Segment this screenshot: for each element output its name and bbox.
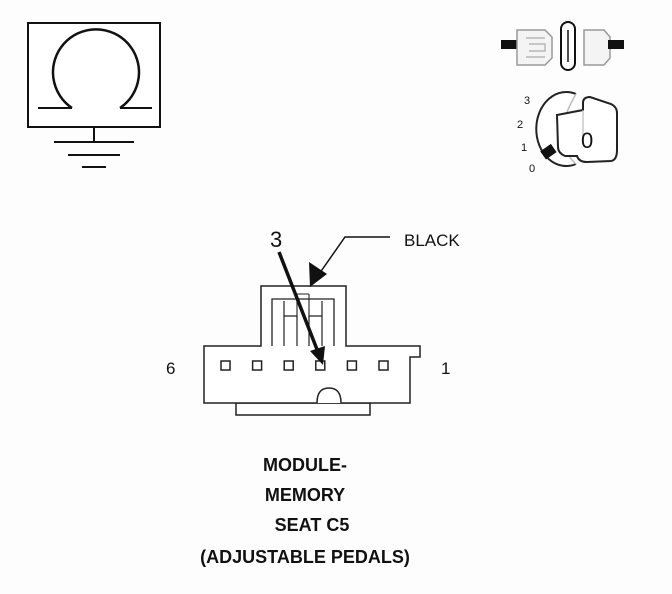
pin-callout-arrow <box>277 251 325 365</box>
ignition-position-3: 3 <box>524 95 530 107</box>
pin-end-left-label: 6 <box>166 359 175 378</box>
wire-color-label: BLACK <box>404 231 460 250</box>
connector-pins <box>220 360 389 371</box>
pin-cavity-5 <box>251 360 263 371</box>
wire-color-leader <box>309 236 390 287</box>
caption-line-2: MEMORY <box>264 485 346 505</box>
ignition-key-icon <box>535 91 618 167</box>
pin-callout-label: 3 <box>270 227 282 252</box>
ignition-position-2: 2 <box>517 119 523 131</box>
connector-face-icon <box>203 285 421 416</box>
caption-line-1: MODULE- <box>263 455 347 475</box>
ignition-position-1: 1 <box>521 142 527 154</box>
ignition-position-0: 0 <box>529 163 535 175</box>
ohmmeter-ground-icon <box>27 22 161 168</box>
pin-cavity-2 <box>346 360 358 371</box>
pin-cavity-4 <box>283 360 294 371</box>
pin-cavity-3 <box>315 360 326 371</box>
pin-cavity-1 <box>378 360 389 371</box>
caption-line-4: (ADJUSTABLE PEDALS) <box>200 547 410 567</box>
fuse-connector-icon <box>501 21 624 71</box>
key-position-label: 0 <box>581 128 593 153</box>
caption-line-3: SEAT C5 <box>274 515 350 535</box>
pin-cavity-6 <box>220 360 231 371</box>
pin-end-right-label: 1 <box>441 359 450 378</box>
